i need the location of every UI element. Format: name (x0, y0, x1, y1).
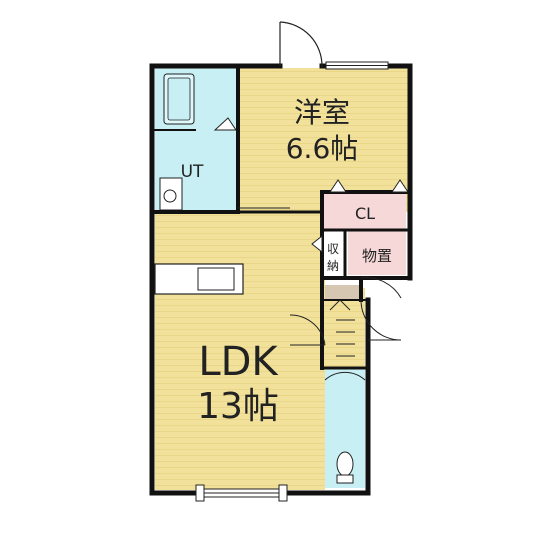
ldk-label: LDK (198, 339, 279, 385)
storage-label: 物置 (362, 247, 392, 265)
ldk-size: 13帖 (197, 386, 279, 427)
hall-floor (325, 288, 365, 368)
bedroom-size: 6.6帖 (286, 132, 359, 165)
storage-small-label-top: 収 (327, 242, 339, 256)
storage-small-label-bottom: 納 (327, 259, 339, 273)
closet-doors (311, 179, 409, 254)
top-window (325, 61, 389, 70)
bath-door (213, 117, 290, 209)
ldk-floor (155, 212, 325, 490)
bottom-window (195, 484, 288, 502)
bedroom-label: 洋室 (294, 96, 350, 129)
toilet (336, 451, 354, 477)
bedroom-floor (238, 68, 408, 212)
closet-label: CL (355, 204, 375, 223)
entry-door (279, 21, 323, 68)
entrance-area (325, 285, 361, 300)
storage-area (348, 230, 406, 275)
storage-small-area (322, 232, 344, 276)
wash-basin (159, 177, 183, 211)
ut-label: UT (181, 162, 204, 182)
closet-area (322, 194, 406, 230)
hall-doors (289, 277, 402, 381)
